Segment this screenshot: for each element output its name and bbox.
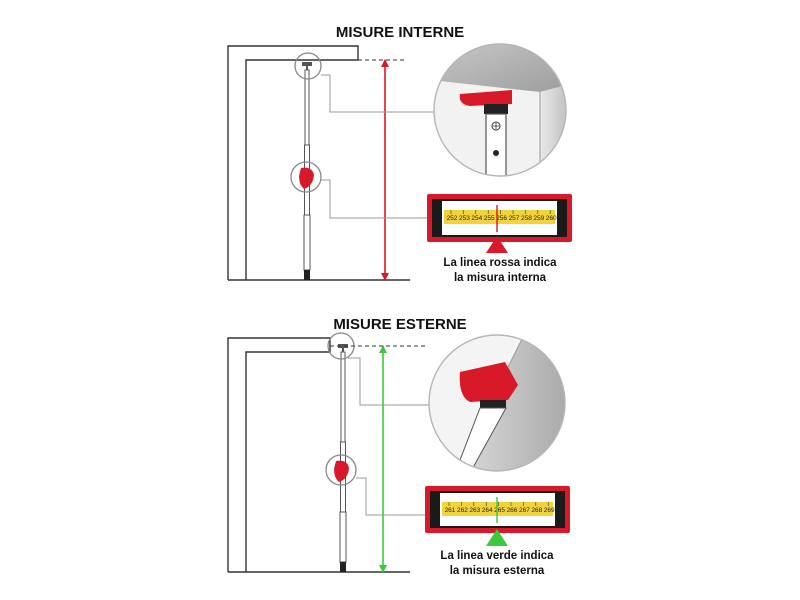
internal-caption-line2: la misura interna	[454, 272, 547, 284]
tape-tick-label: 257	[509, 215, 520, 222]
internal-tape-strip	[444, 210, 555, 224]
internal-lock-detail-circle	[290, 161, 322, 193]
external-wall-outline	[227, 337, 331, 572]
external-caption-line2: la misura esterna	[450, 565, 545, 577]
external-caption-line1: La linea verde indica	[440, 550, 554, 562]
external-leader-top	[348, 357, 430, 406]
tape-tick-label: 254	[471, 215, 482, 222]
internal-section: MISURE INTERNE	[227, 24, 572, 284]
tape-tick-label: 260	[546, 215, 557, 222]
red-triangle-icon	[486, 236, 508, 253]
external-title: MISURE ESTERNE	[333, 316, 466, 333]
external-telescopic-pole	[338, 344, 348, 572]
tape-tick-label: 267	[519, 507, 530, 514]
internal-measure-line	[381, 59, 389, 281]
tape-tick-label: 253	[459, 215, 470, 222]
tape-tick-label: 256	[496, 215, 507, 222]
tape-tick-label: 258	[521, 215, 532, 222]
tape-tick-label: 266	[507, 507, 518, 514]
external-zoom-detail	[429, 335, 565, 471]
internal-zoom-circle-outline	[433, 43, 567, 177]
tape-tick-label: 252	[447, 215, 458, 222]
external-leader-lock	[356, 477, 430, 516]
internal-lock-clip-icon	[299, 167, 314, 189]
tape-tick-label: 259	[533, 215, 544, 222]
internal-zoom-detail	[434, 44, 566, 176]
tape-tick-label: 268	[531, 507, 542, 514]
tape-tick-label: 265	[494, 507, 505, 514]
green-triangle-icon	[486, 529, 508, 546]
internal-leader-top	[321, 74, 480, 113]
external-measure-line	[379, 345, 387, 573]
external-lock-detail-circle	[325, 454, 357, 486]
external-section: MISURE ESTERNE	[227, 316, 570, 577]
tape-tick-label: 255	[484, 215, 495, 222]
internal-title: MISURE INTERNE	[336, 24, 464, 41]
internal-leader-lock	[321, 179, 430, 219]
internal-top-detail-circle	[294, 52, 322, 80]
tape-tick-label: 264	[482, 507, 493, 514]
tape-tick-label: 269	[544, 507, 555, 514]
external-zoom-circle-outline	[428, 334, 566, 472]
tape-tick-label: 261	[445, 507, 456, 514]
internal-wall-outline	[227, 45, 359, 280]
tape-tick-label: 262	[457, 507, 468, 514]
tape-tick-label: 263	[469, 507, 480, 514]
internal-caption-line1: La linea rossa indica	[443, 257, 557, 269]
external-lock-clip-icon	[334, 460, 349, 482]
